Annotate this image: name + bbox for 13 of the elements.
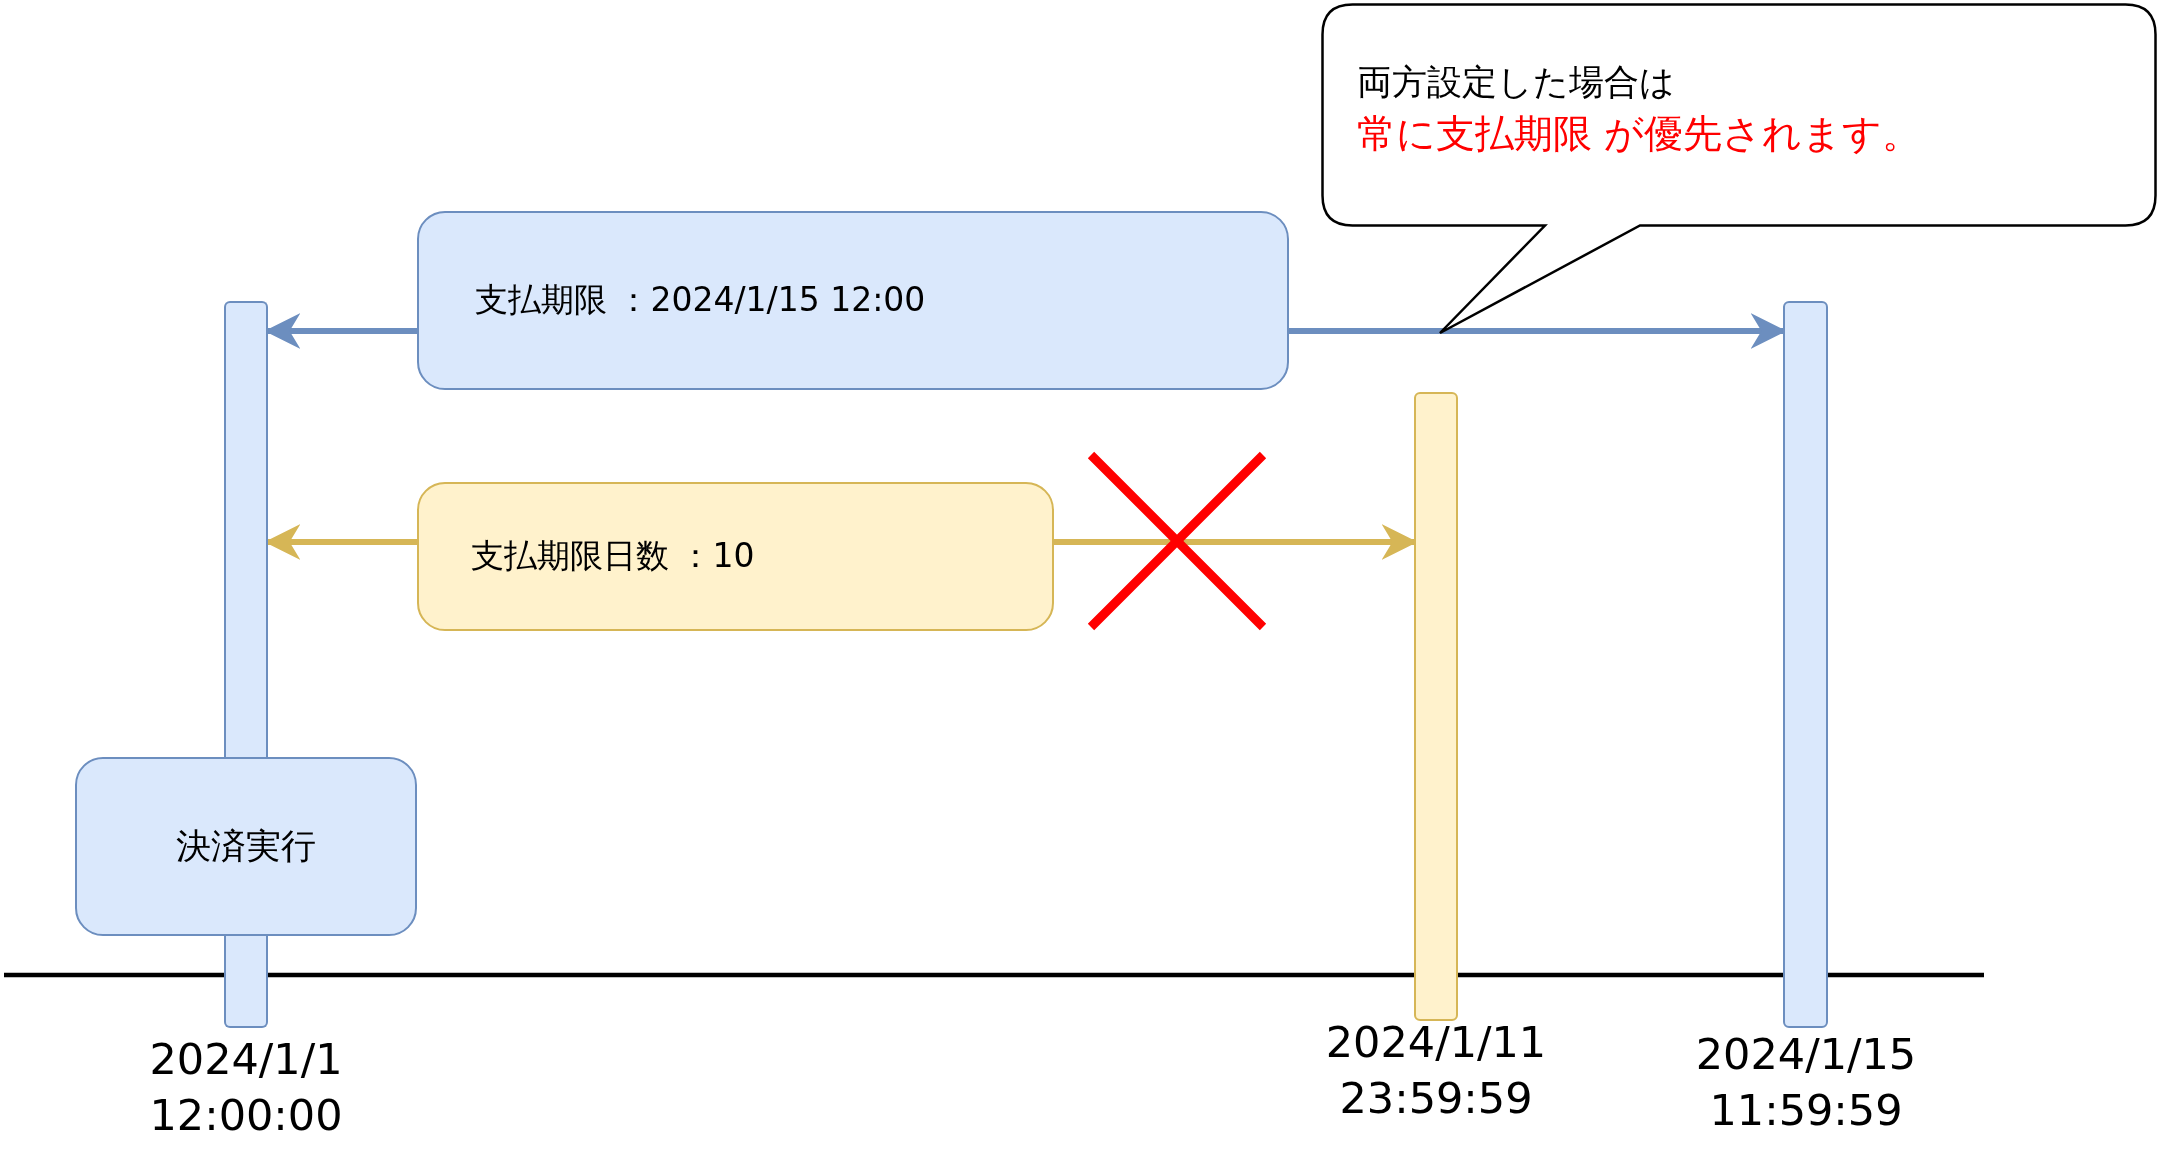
time-bar bbox=[224, 301, 268, 757]
time-bar bbox=[1414, 392, 1458, 1021]
callout-text: 両方設定した場合は bbox=[1357, 61, 1675, 103]
date-label: 2024/1/11 23:59:59 bbox=[1324, 1016, 1548, 1125]
date-label: 2024/1/1 12:00:00 bbox=[148, 1033, 344, 1142]
date-label: 2024/1/15 11:59:59 bbox=[1694, 1028, 1918, 1137]
rounded-box: 支払期限日数 ：10 bbox=[417, 482, 1054, 631]
rounded-box: 決済実行 bbox=[75, 757, 417, 936]
time-bar bbox=[224, 936, 268, 1028]
speech-bubble bbox=[1321, 3, 2157, 335]
time-bar bbox=[1783, 301, 1828, 1028]
callout-text: 常に支払期限 が優先されます。 bbox=[1357, 111, 1922, 158]
rounded-box: 支払期限 ：2024/1/15 12:00 bbox=[417, 211, 1289, 390]
